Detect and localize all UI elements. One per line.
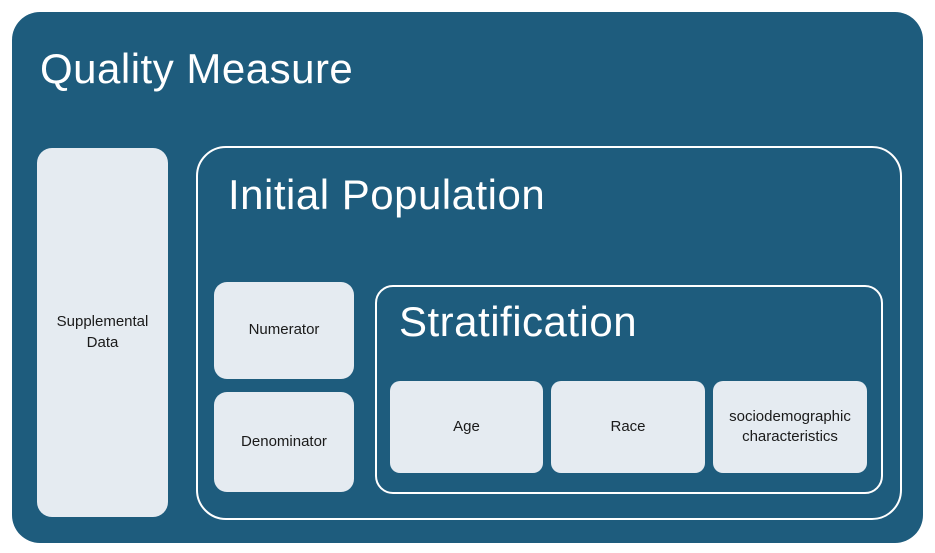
stratification-title: Stratification <box>399 298 638 345</box>
quality-measure-title: Quality Measure <box>40 45 354 92</box>
supplemental-data-label: Supplemental Data <box>56 313 149 351</box>
numerator-box: Numerator <box>214 282 354 379</box>
supplemental-data-box: Supplemental Data <box>37 148 168 517</box>
sociodemographic-box: sociodemographic characteristics <box>713 381 867 473</box>
age-label: Age <box>453 417 480 435</box>
quality-measure-container: Quality Measure Supplemental Data Initia… <box>12 12 923 543</box>
initial-population-container: Initial Population Numerator Denominator… <box>196 146 902 520</box>
sociodemographic-label: sociodemographic characteristics <box>729 407 851 445</box>
race-box: Race <box>551 381 705 473</box>
race-label: Race <box>610 417 646 435</box>
initial-population-title: Initial Population <box>228 171 546 218</box>
denominator-label: Denominator <box>241 432 327 450</box>
numerator-label: Numerator <box>248 321 320 339</box>
age-box: Age <box>390 381 543 473</box>
stratification-container: Stratification Age Race sociodemographic… <box>375 285 883 494</box>
denominator-box: Denominator <box>214 392 354 492</box>
